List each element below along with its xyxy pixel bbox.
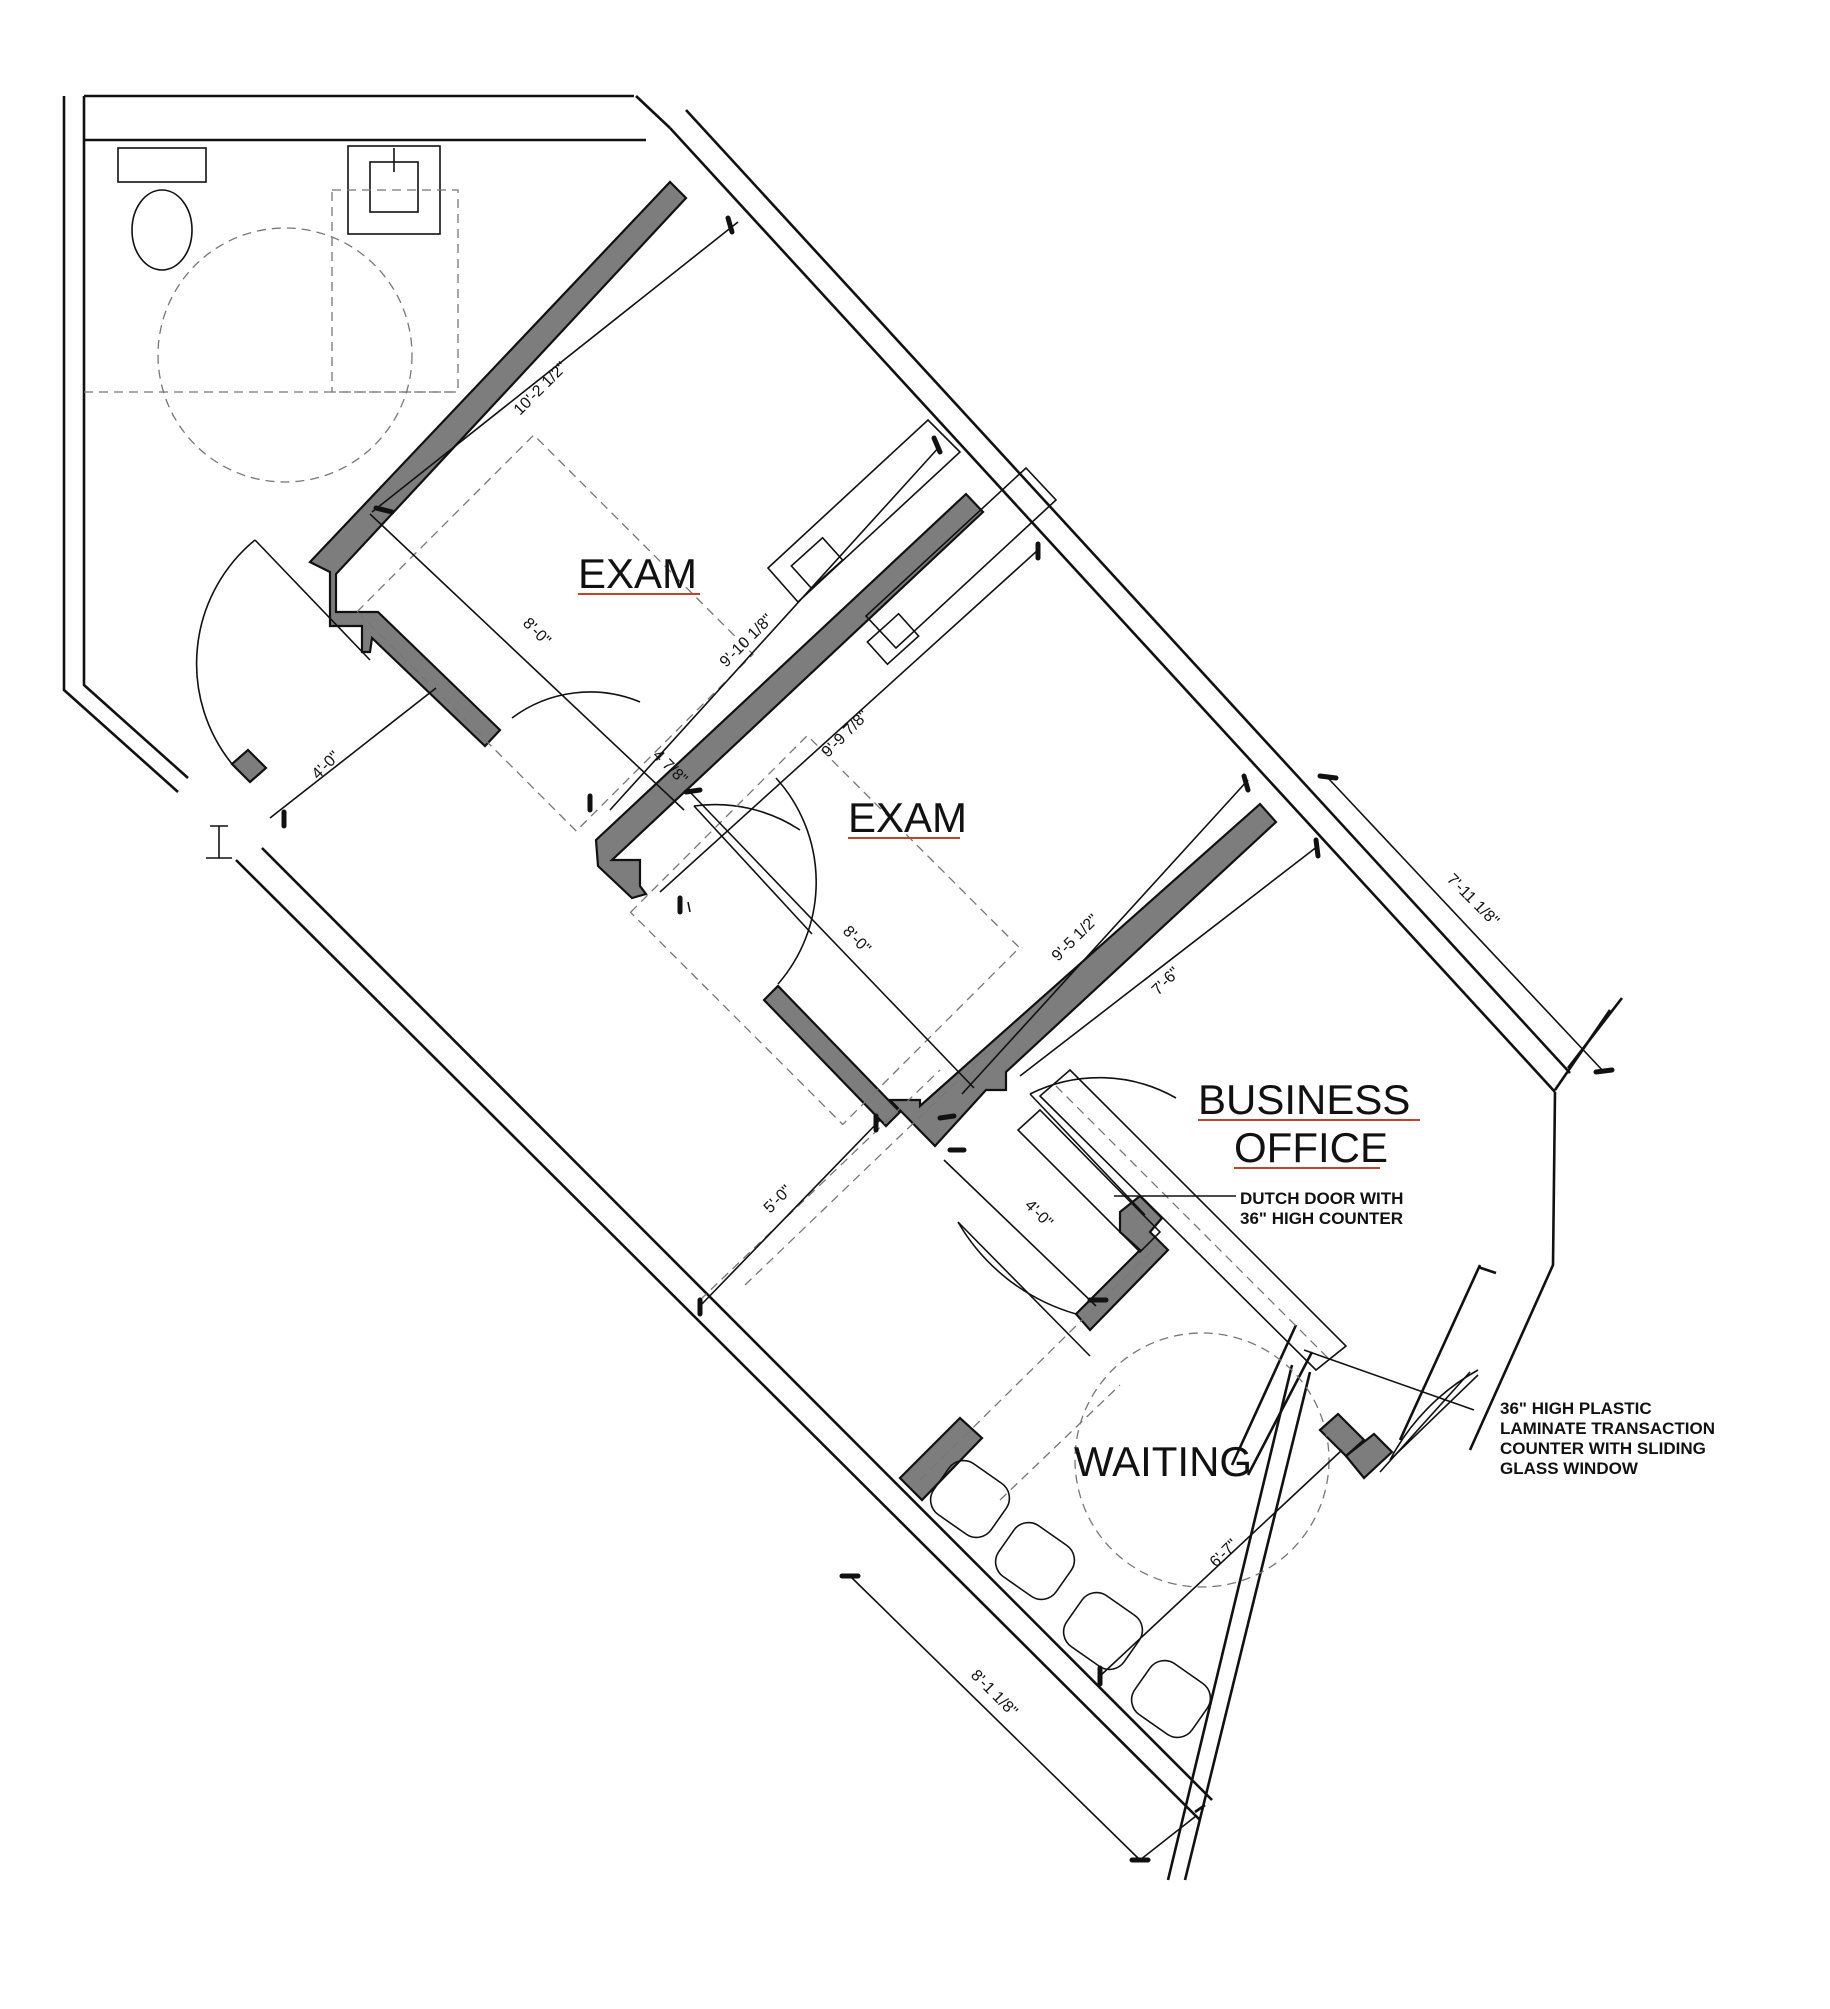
- dim-8-0-upper: 8'-0": [519, 615, 554, 650]
- room-label-waiting: WAITING: [1074, 1438, 1252, 1485]
- outer-walls: [235, 95, 1624, 1881]
- dim-9-10-1-8: 9'-10 1/8": [717, 611, 777, 671]
- clearance-zones: [356, 434, 1330, 1588]
- toilet-tank: [117, 147, 207, 183]
- door-swings: [195, 539, 1479, 1473]
- chair: [929, 1459, 1011, 1539]
- dim-8-1-1-8: 8'-1 1/8": [967, 1667, 1020, 1720]
- waiting-turning-circle: [1074, 1332, 1330, 1588]
- room-label-exam-lower: EXAM: [848, 794, 967, 841]
- transaction-counter: [1038, 1068, 1348, 1372]
- note-counter-line4: GLASS WINDOW: [1500, 1459, 1639, 1478]
- dimension-lines: [269, 215, 1615, 1863]
- column-icon: [206, 825, 232, 859]
- exam-sink-lower-icon: [866, 612, 920, 666]
- dim-9-9-7-8: 9'-9 7/8": [819, 707, 872, 760]
- waiting-chairs: [929, 1459, 1212, 1739]
- room-label-business-line2: OFFICE: [1234, 1124, 1388, 1171]
- chair: [1062, 1591, 1144, 1671]
- restroom: [62, 94, 646, 793]
- chair: [994, 1521, 1076, 1601]
- room-label-exam-upper: EXAM: [578, 550, 697, 597]
- partition-walls: [230, 180, 1394, 1502]
- dim-5-0: 5'-0": [761, 1182, 796, 1217]
- room-labels: EXAM EXAM BUSINESS OFFICE WAITING: [578, 550, 1420, 1485]
- dim-6-7: 6'-7": [1207, 1536, 1242, 1571]
- dim-7-11-1-8: 7'-11 1/8": [1443, 871, 1502, 930]
- chair: [1130, 1659, 1212, 1739]
- note-counter-line3: COUNTER WITH SLIDING: [1500, 1439, 1706, 1458]
- turning-circle: [157, 227, 413, 483]
- note-counter-line2: LAMINATE TRANSACTION: [1500, 1419, 1715, 1438]
- note-dutch-door-line2: 36" HIGH COUNTER: [1240, 1209, 1403, 1228]
- exam-sink-upper-icon: [790, 536, 844, 590]
- casework: [766, 418, 1348, 1372]
- annotations: DUTCH DOOR WITH 36" HIGH COUNTER 36" HIG…: [1240, 1189, 1715, 1478]
- dim-7-6: 7'-6": [1149, 964, 1184, 999]
- note-dutch-door-line1: DUTCH DOOR WITH: [1240, 1189, 1403, 1208]
- toilet-bowl-icon: [131, 189, 193, 271]
- note-counter-line1: 36" HIGH PLASTIC: [1500, 1399, 1652, 1418]
- dim-4-0-mid: 4'-0": [1021, 1197, 1056, 1232]
- room-label-business-line1: BUSINESS: [1198, 1076, 1410, 1123]
